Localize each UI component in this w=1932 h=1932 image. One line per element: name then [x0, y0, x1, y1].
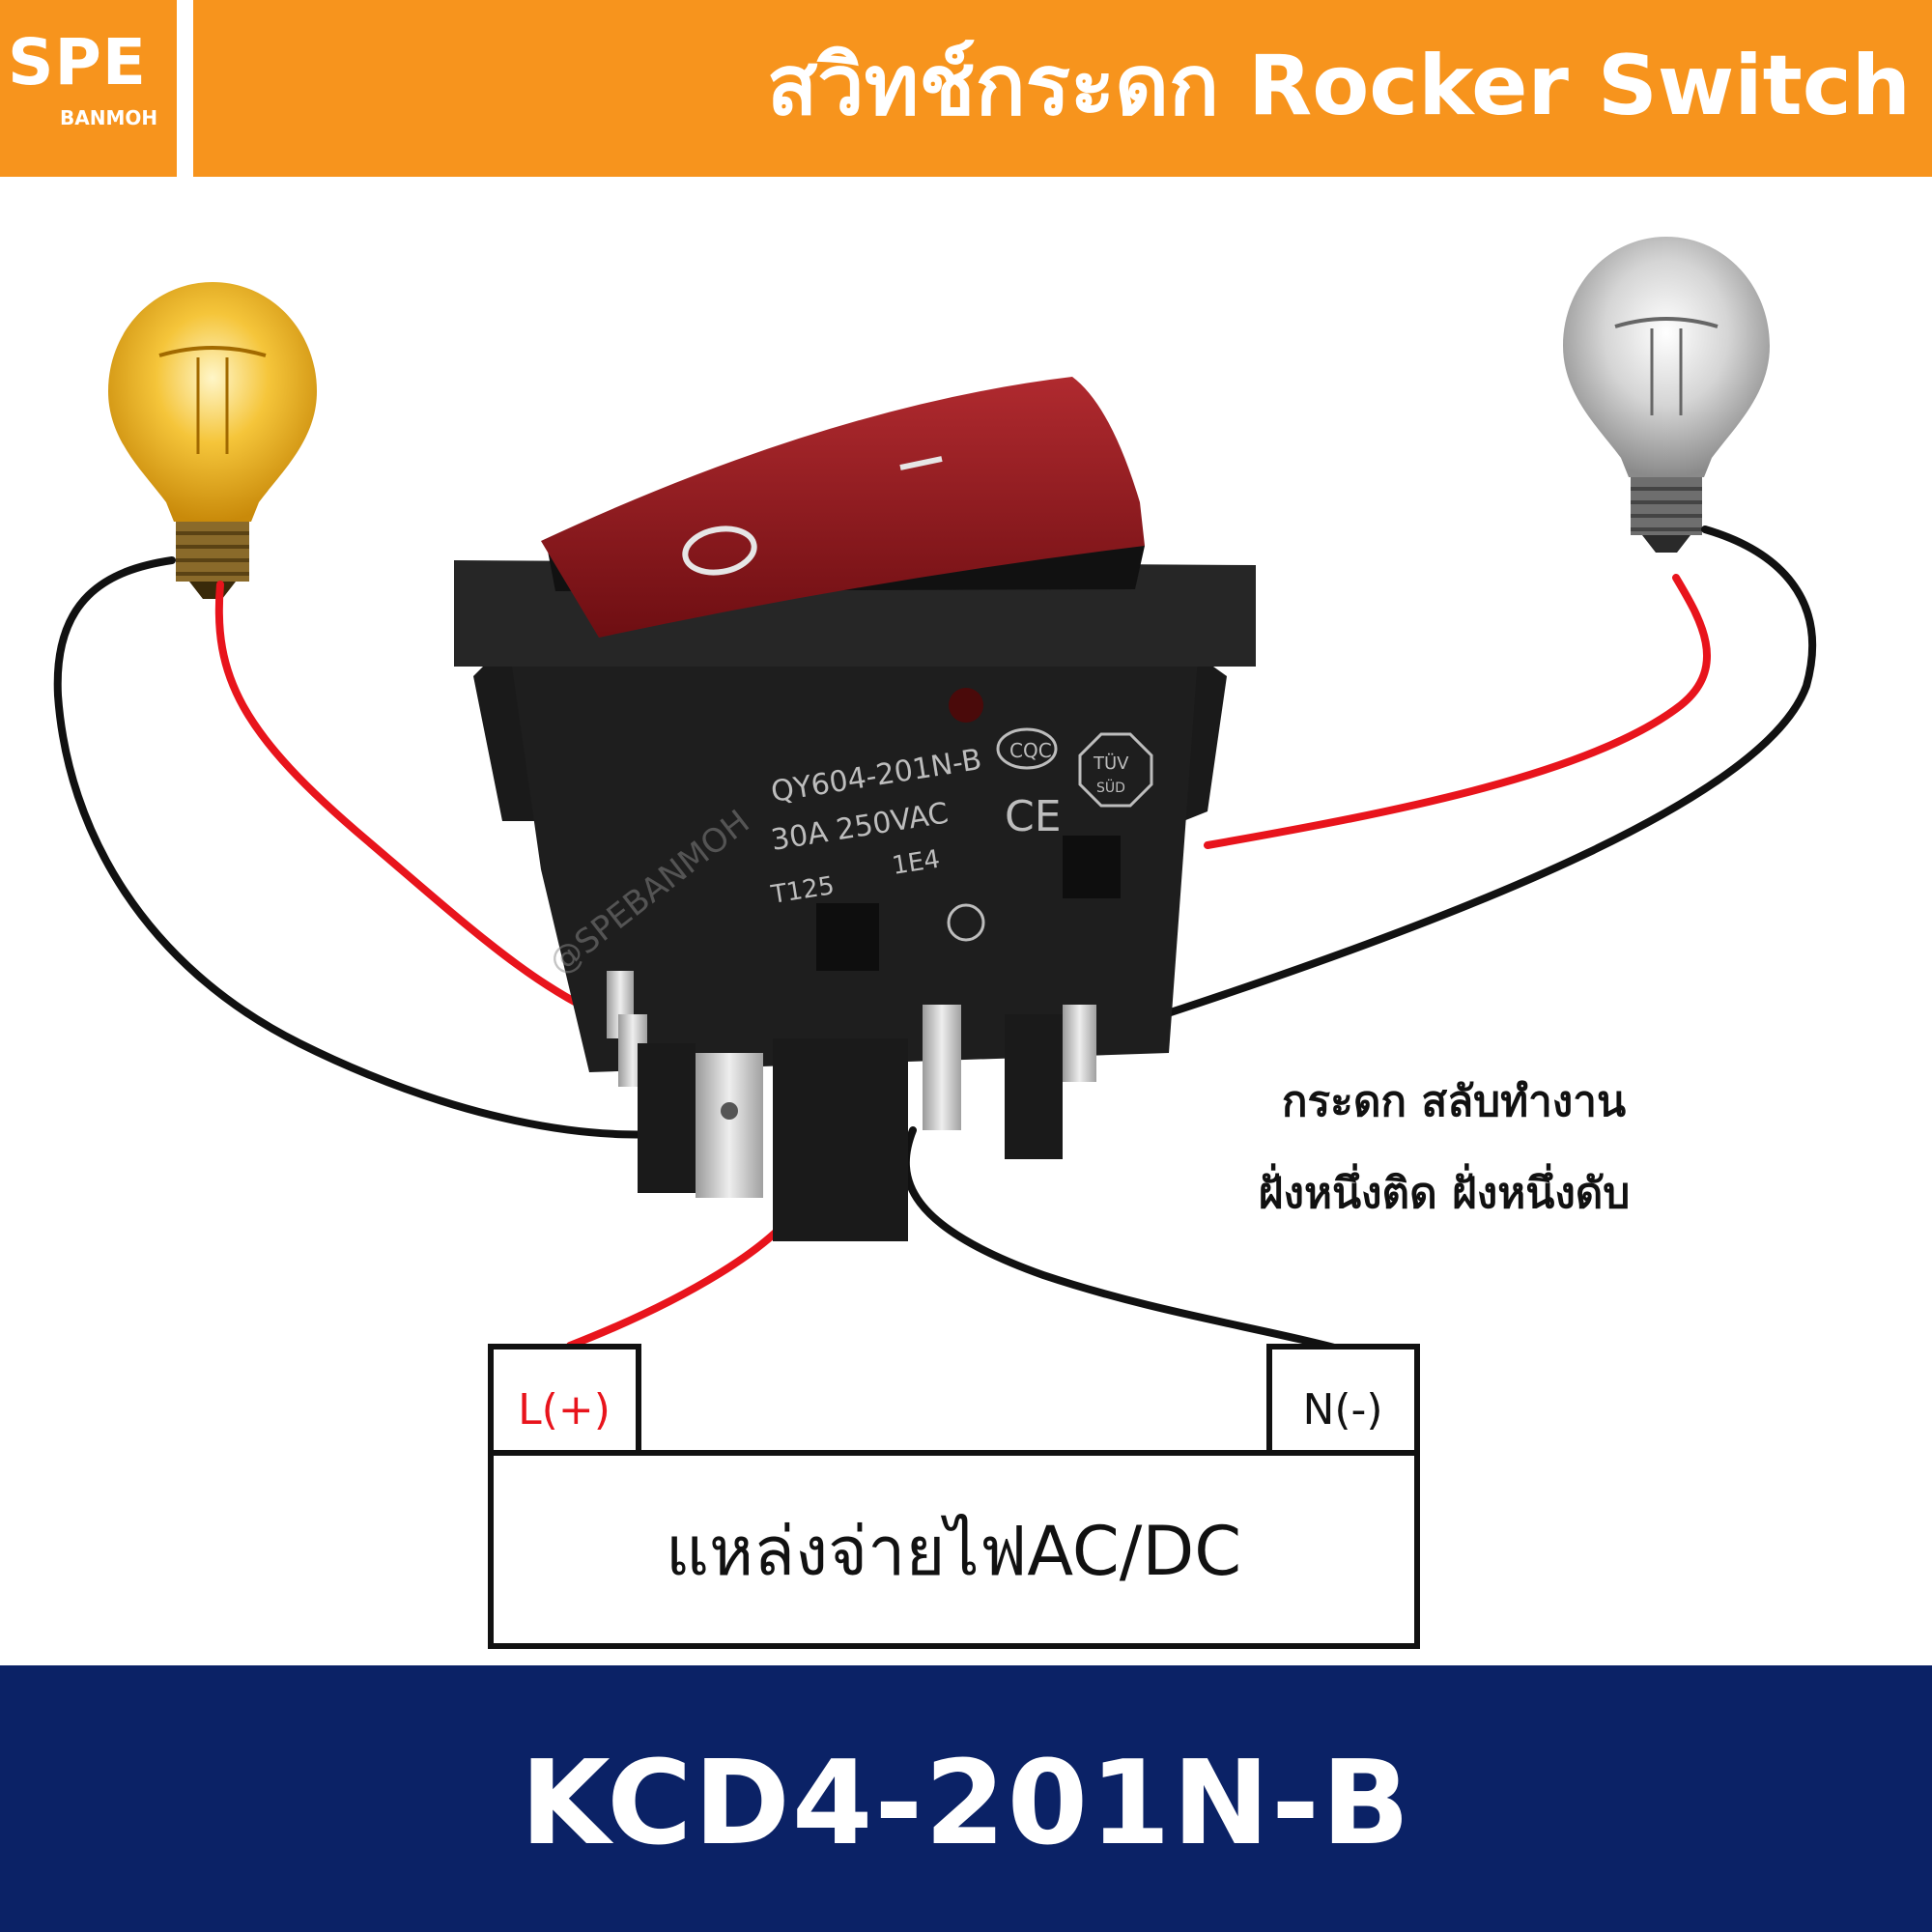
terminal-live-label: L(+): [518, 1385, 611, 1435]
model-number: KCD4-201N-B: [520, 1737, 1412, 1871]
lamp-on-icon: [108, 282, 317, 599]
footer-bar: KCD4-201N-B: [0, 1665, 1932, 1932]
power-supply: L(+) N(-) แหล่งจ่ายไฟAC/DC: [488, 1344, 1420, 1649]
power-supply-box: [488, 1450, 1420, 1649]
logo-sub-text: BANMOH: [60, 106, 158, 129]
cqc-mark-text: CQC: [1009, 739, 1052, 762]
lamp-off-icon: [1563, 237, 1770, 553]
note-line-2: ฝั่งหนึ่งติด ฝั่งหนึ่งดับ: [1259, 1163, 1631, 1218]
ce-mark-icon: CE: [1005, 792, 1062, 841]
note-line-1: กระดก สลับทำงาน: [1282, 1077, 1626, 1126]
wiring-diagram: QY604-201N-B 30A 250VAC T125 1E4 CQC CE …: [53, 237, 1817, 1649]
tuv-mark-sub-text: SÜD: [1096, 779, 1125, 796]
wires: [53, 526, 1817, 1356]
page-title: สวิทช์กระดก Rocker Switch: [766, 38, 1911, 134]
terminal-neutral-label: N(-): [1302, 1385, 1382, 1435]
logo-mark-icon: [947, 903, 985, 942]
title-bar: สวิทช์กระดก Rocker Switch: [193, 0, 1932, 177]
power-supply-label: แหล่งจ่ายไฟAC/DC: [666, 1512, 1241, 1591]
brand-logo: SPE BANMOH: [0, 0, 177, 177]
header: SPE BANMOH สวิทช์กระดก Rocker Switch: [0, 0, 1932, 177]
rocker-switch: QY604-201N-B 30A 250VAC T125 1E4 CQC CE …: [454, 377, 1256, 1241]
logo-main-text: SPE: [8, 25, 147, 99]
tuv-mark-icon: TÜV SÜD: [1078, 732, 1153, 808]
tuv-mark-text: TÜV: [1093, 753, 1129, 774]
cqc-mark-icon: CQC: [996, 727, 1058, 770]
terminal-neutral-box: [1266, 1344, 1420, 1456]
